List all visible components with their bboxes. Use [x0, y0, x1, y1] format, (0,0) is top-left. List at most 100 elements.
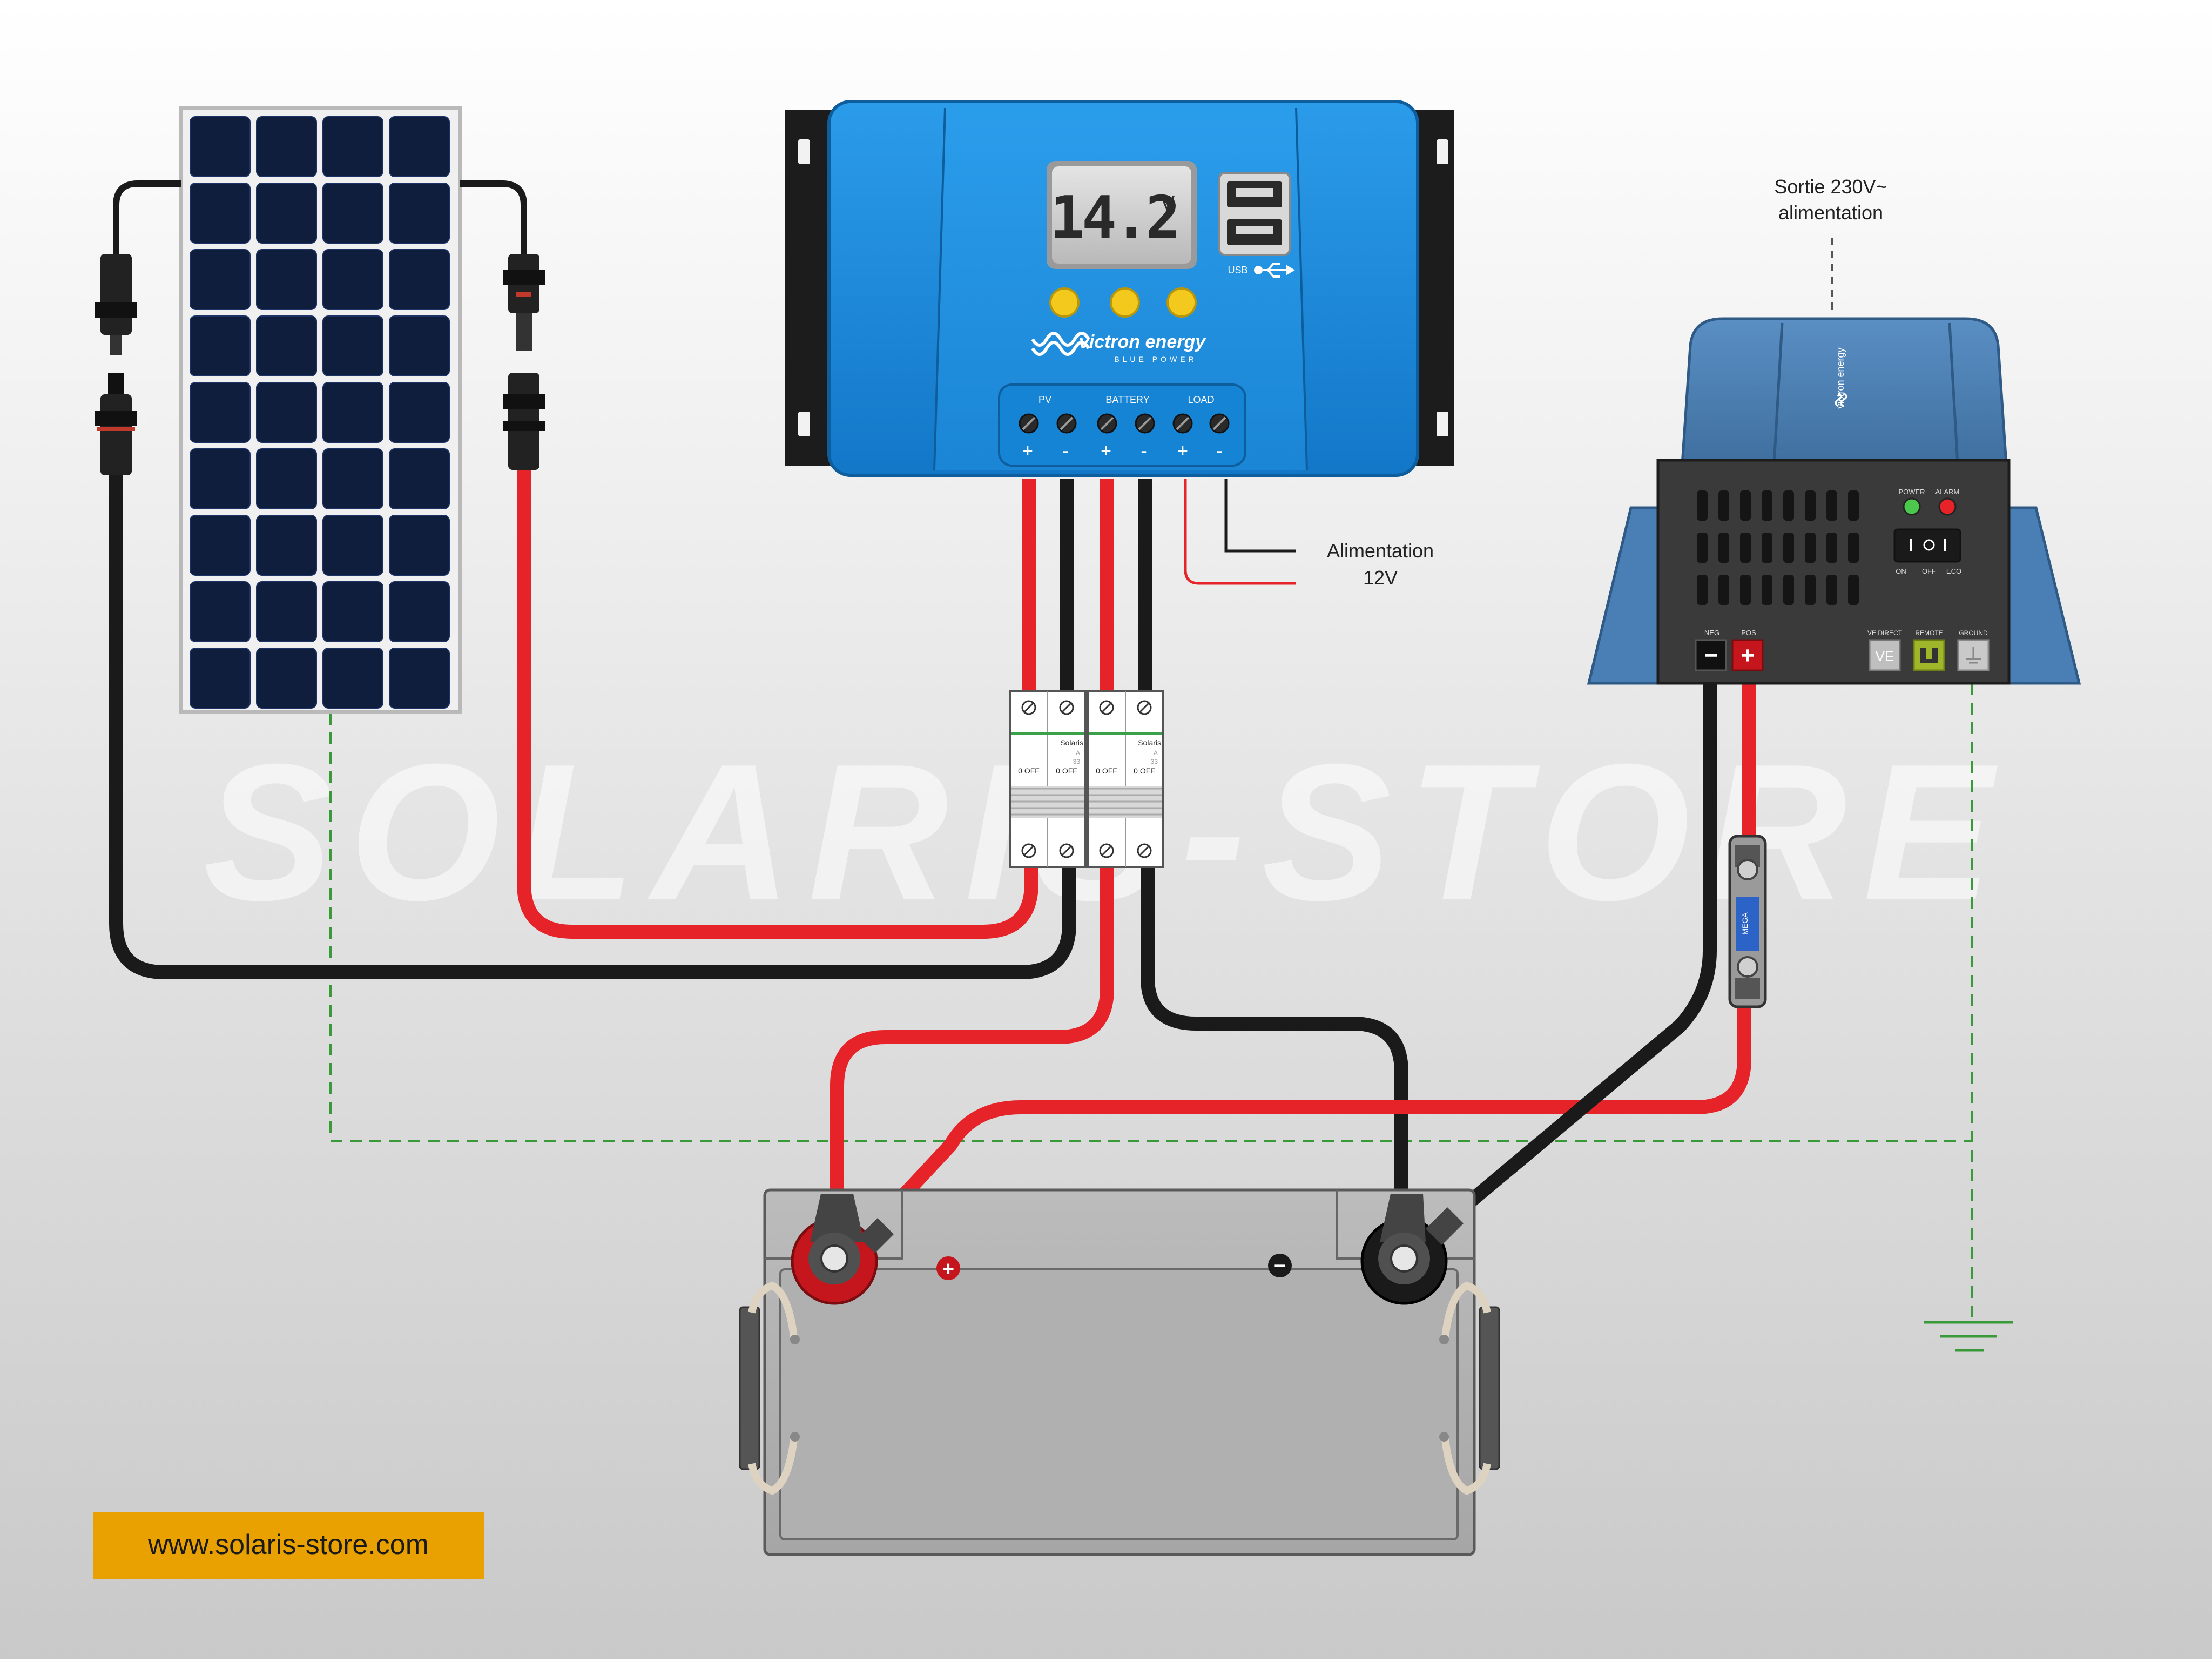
- solar-cell: [322, 448, 383, 509]
- solar-cell: [389, 249, 450, 310]
- load-output-label-line1: Alimentation: [1327, 540, 1434, 562]
- solar-cell: [389, 515, 450, 576]
- alarm-led-label: ALARM: [1936, 488, 1960, 496]
- battery-negative-terminal: [1360, 1194, 1464, 1305]
- vent-slot: [1848, 575, 1859, 605]
- solar-cell: [322, 515, 383, 576]
- load-output-label-line2: 12V: [1363, 567, 1398, 589]
- breaker-state-label: 0 OFF: [1134, 766, 1155, 775]
- mc4-connector-negative: [95, 254, 137, 475]
- solar-cell: [190, 648, 251, 709]
- pv-negative-wire: [109, 475, 1076, 979]
- solar-cell: [190, 448, 251, 509]
- solar-cell: [256, 315, 317, 376]
- vent-slot: [1762, 533, 1772, 563]
- mega-fuse-holder: [1728, 835, 1767, 1008]
- inverter-positive-wire: [869, 999, 1751, 1231]
- terminal-label-pv: PV: [1038, 394, 1051, 405]
- controller-brand: victron energy: [1079, 332, 1206, 352]
- solar-cell: [389, 581, 450, 642]
- vent-slot: [1848, 533, 1859, 563]
- vedirect-port[interactable]: [1869, 639, 1901, 671]
- vent-slot: [1718, 533, 1729, 563]
- lcd-unit: V: [1161, 192, 1175, 216]
- pos-terminal: [1731, 639, 1764, 671]
- vent-slot: [1783, 533, 1794, 563]
- solar-cell: [256, 116, 317, 177]
- pos-terminal-symbol: +: [1741, 642, 1755, 669]
- polarity-load-plus: +: [1177, 441, 1188, 461]
- polarity-load-minus: -: [1216, 441, 1222, 461]
- vedirect-label: VE.DIRECT: [1867, 629, 1903, 637]
- remote-port[interactable]: [1913, 639, 1945, 671]
- battery-positive-terminal: [791, 1194, 894, 1305]
- solar-cell: [256, 382, 317, 443]
- vent-slot: [1740, 533, 1751, 563]
- solar-cell: [322, 581, 383, 642]
- inverter-negative-wire: [1442, 656, 1717, 1226]
- vent-slot: [1826, 533, 1837, 563]
- terminal-label-battery: BATTERY: [1105, 394, 1149, 405]
- vent-slot: [1762, 575, 1772, 605]
- solar-cell: [256, 448, 317, 509]
- solar-cell: [190, 382, 251, 443]
- solar-cell: [190, 315, 251, 376]
- terminal-screws: [1019, 413, 1230, 434]
- panel-leads: [113, 180, 527, 254]
- inverter-output-label-line2: alimentation: [1778, 201, 1883, 224]
- solar-cell: [389, 183, 450, 244]
- vent-slot: [1740, 490, 1751, 521]
- controller-button-3[interactable]: [1166, 287, 1197, 318]
- inverter-logo-icon: [1835, 392, 1847, 407]
- solar-cell: [389, 648, 450, 709]
- battery-minus-marker: [1268, 1254, 1292, 1277]
- switch-label-on: ON: [1896, 567, 1906, 575]
- vent-slot: [1783, 490, 1794, 521]
- breaker-state-label: 0 OFF: [1096, 766, 1117, 775]
- battery-plus-marker: [936, 1256, 960, 1280]
- neg-terminal-label: NEG: [1704, 629, 1719, 637]
- solar-cell: [389, 382, 450, 443]
- vent-slot: [1805, 490, 1816, 521]
- polarity-battery-minus: -: [1141, 441, 1147, 461]
- breaker-code: 33: [1151, 758, 1158, 765]
- vent-slot: [1805, 575, 1816, 605]
- vent-slot: [1826, 575, 1837, 605]
- ground-port[interactable]: [1957, 639, 1990, 671]
- switch-label-eco: ECO: [1946, 567, 1961, 575]
- neg-terminal: [1695, 639, 1727, 671]
- controller-button-1[interactable]: [1049, 287, 1080, 318]
- breaker-brand: Solaris: [1138, 738, 1161, 747]
- battery-positive-wire: [830, 864, 1114, 1194]
- solar-cell: [190, 116, 251, 177]
- vent-slot: [1718, 575, 1729, 605]
- alarm-led: [1938, 497, 1957, 516]
- usb-icon: [1254, 263, 1295, 278]
- vent-slot: [1826, 490, 1837, 521]
- solar-panel: [179, 106, 462, 714]
- pos-terminal-label: POS: [1741, 629, 1756, 637]
- mode-switch[interactable]: [1893, 528, 1961, 563]
- battery-negative-wire: [1141, 864, 1408, 1194]
- solar-cell: [256, 249, 317, 310]
- switch-label-off: OFF: [1922, 567, 1936, 575]
- solar-cell: [322, 315, 383, 376]
- controller-button-2[interactable]: [1110, 287, 1140, 318]
- solar-cell: [190, 581, 251, 642]
- website-link[interactable]: www.solaris-store.com: [147, 1529, 429, 1560]
- breaker-brand: Solaris: [1060, 738, 1083, 747]
- ground-line: [329, 683, 1973, 1318]
- solar-cell: [389, 448, 450, 509]
- controller-breaker-wires: [1022, 479, 1152, 694]
- controller-tagline: BLUE POWER: [1114, 355, 1197, 364]
- lcd-value: 14.2: [1050, 184, 1177, 252]
- solar-cell: [190, 249, 251, 310]
- terminal-polarity: + - + - + -: [1022, 441, 1223, 461]
- vent-slot: [1740, 575, 1751, 605]
- breaker-rating: A: [1154, 749, 1158, 757]
- vent-slot: [1762, 490, 1772, 521]
- solar-cell: [256, 183, 317, 244]
